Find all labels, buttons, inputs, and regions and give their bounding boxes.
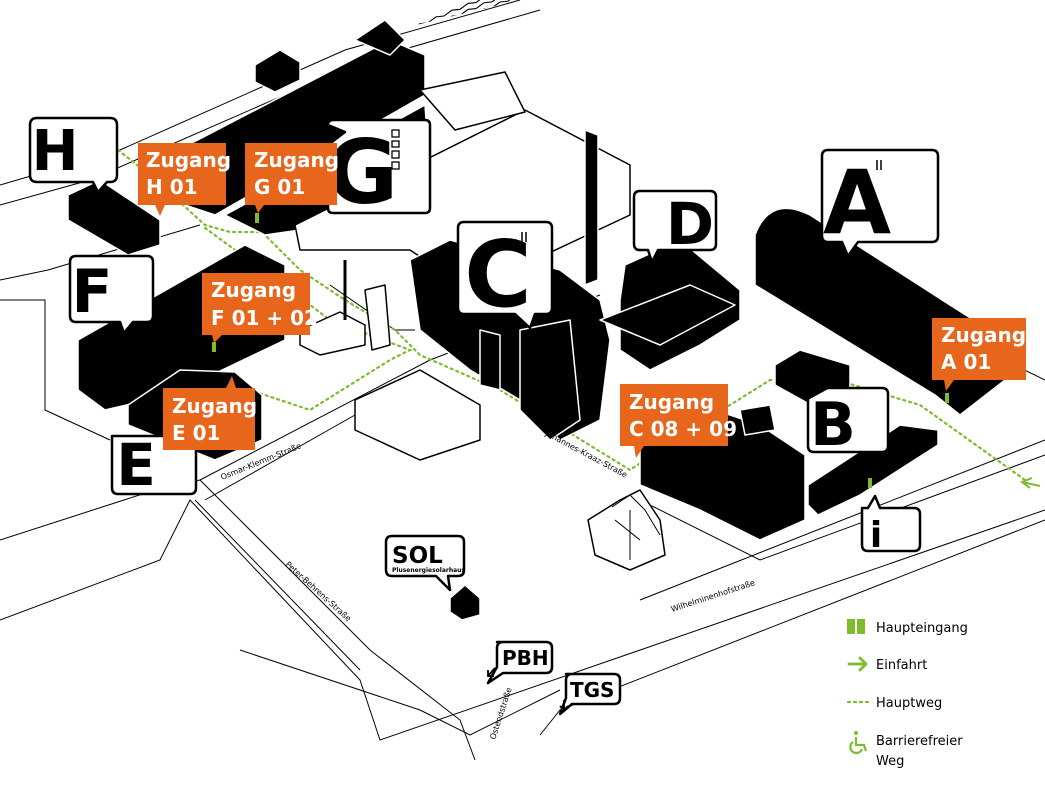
label-h: H [32, 119, 79, 184]
entrance-label-h01[interactable]: Zugang H 01 [138, 143, 231, 216]
entrance-a01-line2: A 01 [941, 350, 991, 374]
legend-item-main-entrance: Haupteingang [847, 619, 968, 636]
entrance-g01-line2: G 01 [254, 175, 305, 199]
entrance-label-e01[interactable]: Zugang E 01 [163, 376, 257, 450]
building-d-block [599, 239, 741, 371]
river-bank-inner [0, 9, 541, 206]
tgs-label: TGS [570, 678, 614, 702]
label-d: D [666, 190, 714, 258]
entrance-e01-line1: Zugang [172, 394, 257, 418]
bubble-c[interactable]: C [456, 220, 554, 330]
entrance-a01-line1: Zugang [941, 323, 1026, 347]
legend-item-path: Hauptweg [846, 696, 942, 711]
arrow-right-icon [847, 656, 868, 672]
solar-house [449, 584, 481, 621]
entrance-h01-line2: H 01 [146, 175, 198, 199]
legend: Haupteingang Einfahrt Hauptweg Barrieref… [846, 619, 968, 769]
bubble-a[interactable]: A [820, 148, 940, 258]
church-building [587, 489, 666, 571]
entrance-label-g01[interactable]: Zugang G 01 [245, 143, 339, 213]
sol-label: SOL [392, 543, 443, 569]
bubble-d[interactable]: D [632, 189, 718, 264]
street-peter-behrens: Peter-Behrens-Straße [284, 560, 353, 624]
label-a: A [823, 151, 891, 254]
entrance-label-f01[interactable]: Zugang F 01 + 02 [202, 273, 318, 343]
facility-icons [391, 129, 400, 170]
label-e: E [116, 431, 156, 499]
info-icon: i [870, 515, 882, 556]
pbh-label: PBH [502, 646, 549, 670]
info-bubble[interactable]: i [860, 494, 922, 556]
bubble-g[interactable]: G [326, 118, 432, 224]
bubble-f[interactable]: F [68, 254, 155, 335]
facility-icon-a [876, 160, 882, 170]
legend-label-main-entrance: Haupteingang [876, 621, 968, 636]
legend-label-accessible-1: Barrierefreier [876, 734, 963, 749]
label-g: G [326, 121, 398, 224]
entrance-c08-line1: Zugang [629, 390, 714, 414]
pbh-bubble[interactable]: PBH [486, 640, 554, 685]
sol-subtitle: Plusenergiesolarhaus [392, 567, 465, 574]
legend-label-accessible-2: Weg [876, 754, 904, 769]
entrance-c08-line2: C 08 + 09 [629, 417, 737, 441]
white-small-block [299, 260, 481, 461]
arrow-down-icon [559, 700, 569, 712]
entry-arrow-icon [1019, 477, 1041, 489]
tgs-bubble[interactable]: TGS [558, 672, 622, 716]
label-c: C [464, 221, 532, 328]
street-ostend: Ostendstraße [488, 686, 513, 740]
street-johannes-kraaz: Johannes-Kraaz-Straße [543, 428, 629, 479]
label-b: B [810, 390, 856, 460]
entrance-label-a01[interactable]: Zugang A 01 [932, 318, 1026, 391]
facility-icon-c [521, 232, 527, 242]
entrance-label-c08[interactable]: Zugang C 08 + 09 [620, 384, 737, 458]
entrance-f01-line2: F 01 + 02 [211, 306, 318, 330]
legend-item-accessible: Barrierefreier Weg [849, 731, 963, 769]
bubble-b[interactable]: B [806, 376, 890, 460]
bubble-h[interactable]: H [28, 116, 119, 194]
main-entrance-icon [847, 619, 855, 634]
entrance-g01-line1: Zugang [254, 148, 339, 172]
legend-label-entry: Einfahrt [876, 658, 927, 673]
entrance-e01-line2: E 01 [172, 421, 220, 445]
entrance-f01-line1: Zugang [211, 278, 296, 302]
main-entrance-markers [212, 213, 949, 488]
sol-bubble[interactable]: SOL Plusenergiesolarhaus [384, 534, 465, 592]
legend-label-path: Hauptweg [876, 696, 942, 711]
legend-item-entry: Einfahrt [847, 656, 927, 673]
arrow-down-left-icon [487, 667, 496, 677]
entrance-h01-line1: Zugang [146, 148, 231, 172]
wheelchair-icon [849, 731, 868, 755]
label-f: F [72, 257, 113, 327]
